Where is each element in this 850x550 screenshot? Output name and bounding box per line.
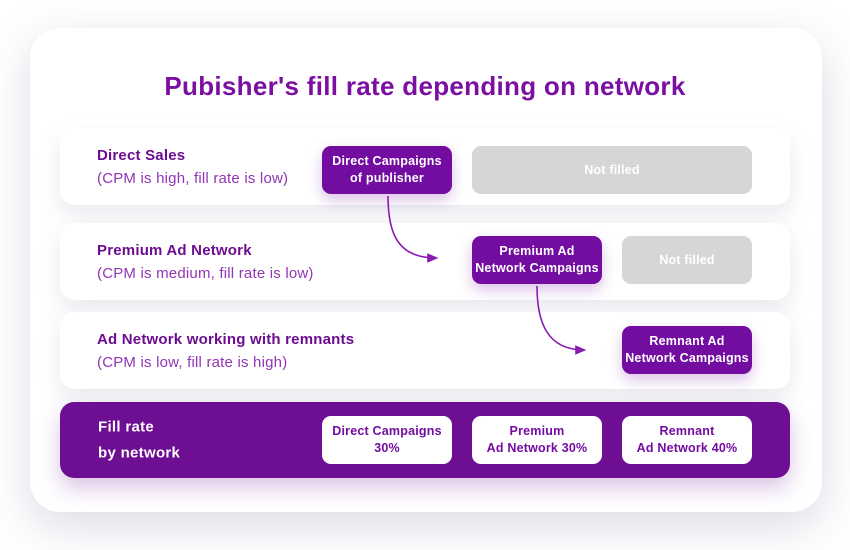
row-text: Premium Ad Network (CPM is medium, fill … [97,242,314,282]
stat-line1: Direct Campaigns [332,424,442,439]
box-label-line2: Network Campaigns [475,261,599,275]
fill-rate-label: Fill rate by network [98,415,180,466]
stat-line2: Ad Network 40% [636,441,738,455]
not-filled-label: Not filled [584,162,640,177]
fill-rate-stat-direct: Direct Campaigns 30% [322,416,452,464]
row-text: Ad Network working with remnants (CPM is… [97,331,354,371]
box-label-line2: Network Campaigns [625,351,749,365]
page-title: Pubisher's fill rate depending on networ… [164,71,686,101]
fill-rate-label-line2: by network [98,444,181,461]
fill-rate-label-line1: Fill rate [98,418,155,436]
stat-line1: Remnant [659,424,715,439]
fill-rate-stat-premium: Premium Ad Network 30% [472,416,602,464]
stat-line1: Premium [509,424,565,439]
box-label-line2: of publisher [350,171,424,185]
remnant-campaigns-box: Remnant Ad Network Campaigns [622,326,752,374]
row-title: Direct Sales [97,146,186,164]
premium-campaigns-box: Premium Ad Network Campaigns [472,236,602,284]
row-title: Ad Network working with remnants [97,330,355,348]
direct-campaigns-box: Direct Campaigns of publisher [322,146,452,194]
row-text: Direct Sales (CPM is high, fill rate is … [97,147,288,187]
row-subtitle: (CPM is medium, fill rate is low) [97,264,314,282]
box-label-line1: Remnant Ad [649,334,725,349]
not-filled-box: Not filled [472,146,752,194]
row-subtitle: (CPM is high, fill rate is low) [97,169,289,187]
fill-rate-stat-remnant: Remnant Ad Network 40% [622,416,752,464]
box-label-line1: Premium Ad [499,244,575,259]
stat-line2: 30% [374,441,400,455]
not-filled-box: Not filled [622,236,752,284]
row-subtitle: (CPM is low, fill rate is high) [97,353,288,371]
box-label-line1: Direct Campaigns [332,154,442,169]
row-title: Premium Ad Network [97,241,252,259]
stat-line2: Ad Network 30% [486,441,588,455]
not-filled-label: Not filled [659,252,715,267]
